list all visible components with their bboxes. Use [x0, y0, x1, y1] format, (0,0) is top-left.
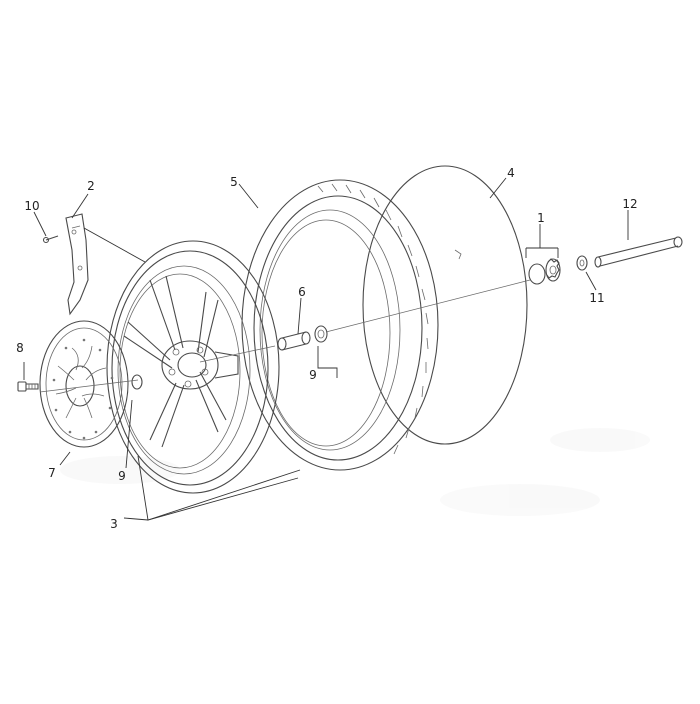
background-smudge	[60, 428, 650, 516]
callout-11: 11	[589, 291, 604, 305]
callouts: 1 2 3 4 5 6 7 8 9 9 10 11 12	[16, 166, 637, 531]
callout-9-left: 9	[118, 469, 126, 483]
callout-4: 4	[507, 166, 515, 180]
tyre-part	[241, 179, 439, 471]
callout-9-right: 9	[309, 368, 317, 382]
callout-7: 7	[48, 466, 56, 480]
callout-12: 12	[622, 197, 637, 211]
callout-8: 8	[16, 341, 24, 355]
assembly-axis-line	[39, 279, 531, 393]
brake-disc-part	[39, 320, 129, 448]
washer-part	[576, 255, 588, 271]
drive-group-part	[528, 258, 561, 285]
callout-1: 1	[537, 211, 545, 225]
axle-part	[594, 236, 683, 268]
leader-lines	[23, 177, 629, 521]
callout-2: 2	[87, 179, 95, 193]
callout-6: 6	[298, 285, 306, 299]
callout-10: 10	[24, 199, 39, 213]
rim-tape-part	[362, 165, 528, 445]
bracket-screw-part	[42, 235, 59, 244]
wheel-rim-part	[106, 240, 280, 494]
spacer-part	[277, 331, 311, 351]
callout-3: 3	[110, 517, 118, 531]
callout-5: 5	[230, 175, 238, 189]
disc-screw-part	[17, 381, 39, 392]
bracket-part	[65, 213, 89, 316]
bearing-part	[314, 325, 328, 343]
